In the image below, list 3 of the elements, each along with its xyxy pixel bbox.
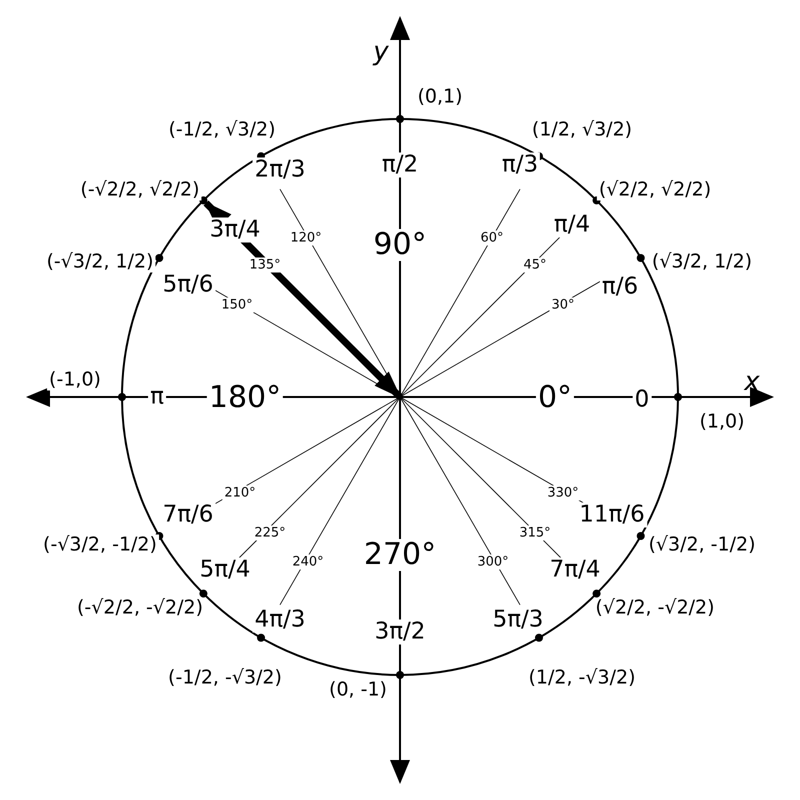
axis-label: y [373,39,389,65]
axis-label: x [744,369,760,395]
degree-label: 330° [545,486,581,500]
